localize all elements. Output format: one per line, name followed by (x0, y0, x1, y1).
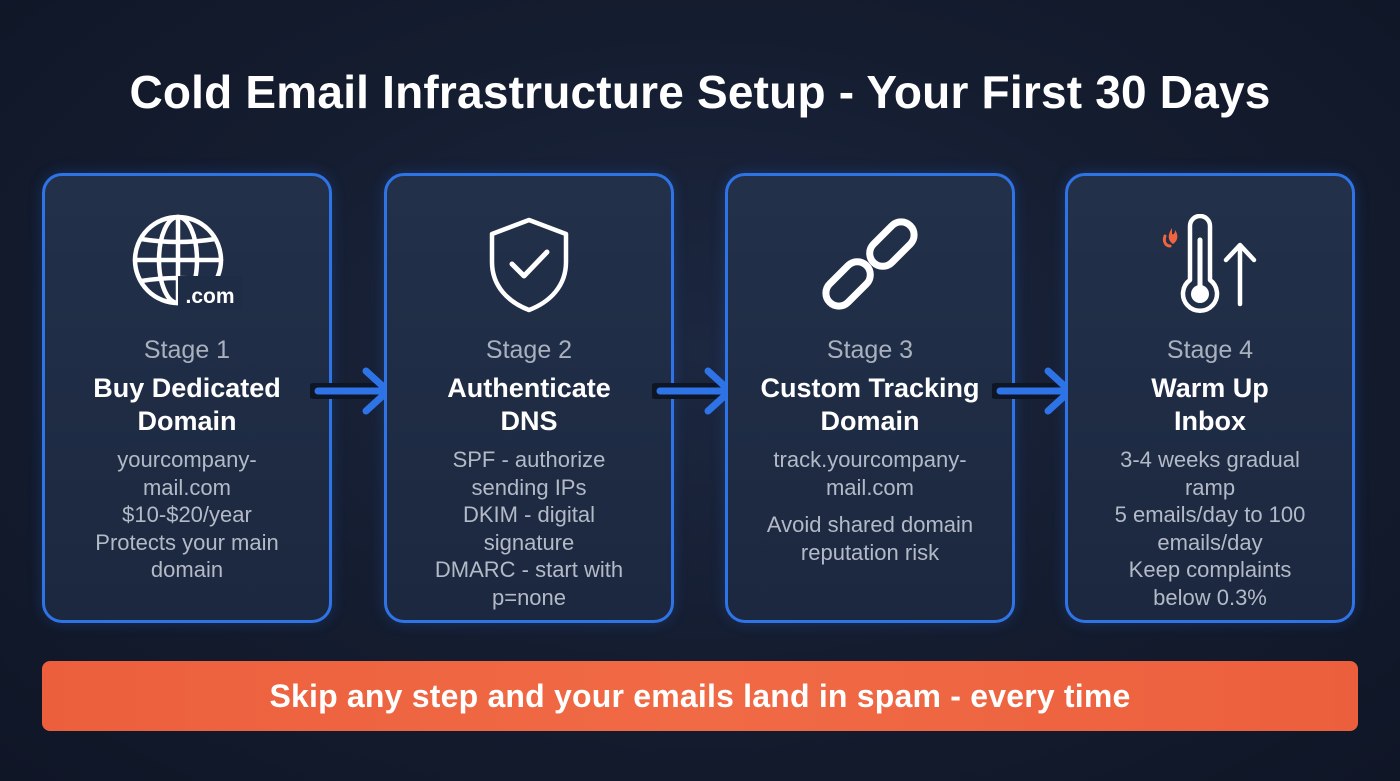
detail-line: sending IPs (471, 474, 587, 500)
chain-link-icon (728, 206, 1012, 321)
detail-line: below 0.3% (1153, 584, 1267, 610)
stage-heading: Buy Dedicated Domain (93, 373, 281, 436)
shield-check-icon (387, 206, 671, 321)
detail-line: DKIM - digital (462, 502, 596, 527)
stage-card-1: .com Stage 1 Buy Dedicated Domain yourco… (42, 173, 332, 623)
stage-heading: Custom Tracking Domain (760, 373, 980, 436)
detail-line: domain (150, 557, 224, 582)
stage-details: SPF - authorize sending IPs DKIM - digit… (397, 446, 661, 611)
detail-line: mail.com (142, 474, 231, 500)
detail-line: emails/day (1157, 529, 1263, 555)
thermometer-up-icon (1068, 206, 1352, 321)
stage-label: Stage 3 (826, 336, 914, 364)
detail-line: mail.com (825, 474, 914, 500)
detail-line: p=none (491, 584, 567, 610)
detail-line: DMARC - start with (434, 557, 624, 582)
detail-line: yourcompany- (117, 447, 257, 472)
stage-card-3: Stage 3 Custom Tracking Domain track.you… (725, 173, 1015, 623)
stage-heading: Warm Up Inbox (1151, 373, 1269, 436)
warning-banner-text: Skip any step and your emails land in sp… (269, 677, 1131, 714)
detail-line: 5 emails/day to 100 (1114, 502, 1306, 527)
stage-label: Stage 4 (1166, 336, 1254, 364)
detail-line: signature (483, 529, 575, 555)
stage-details: 3-4 weeks gradual ramp 5 emails/day to 1… (1078, 446, 1342, 611)
detail-line: Avoid shared domain (766, 512, 974, 537)
detail-line: Protects your main (95, 529, 279, 555)
stage-label: Stage 2 (485, 336, 573, 364)
stage-heading: Authenticate DNS (447, 373, 611, 436)
globe-icon-label: .com (185, 285, 234, 308)
globe-icon: .com (45, 206, 329, 321)
stage-label: Stage 1 (143, 336, 231, 364)
stage-details: track.yourcompany- mail.com Avoid shared… (738, 446, 1002, 566)
stage-details: yourcompany- mail.com $10-$20/year Prote… (55, 446, 319, 584)
detail-line: ramp (1184, 474, 1236, 500)
warning-banner: Skip any step and your emails land in sp… (42, 661, 1358, 731)
stage-card-2: Stage 2 Authenticate DNS SPF - authorize… (384, 173, 674, 623)
detail-line: $10-$20/year (122, 502, 252, 527)
page-title: Cold Email Infrastructure Setup - Your F… (129, 66, 1271, 118)
detail-line: reputation risk (800, 539, 940, 565)
detail-line: Keep complaints (1128, 557, 1292, 582)
detail-line: track.yourcompany- (773, 447, 967, 472)
detail-line: SPF - authorize (452, 447, 606, 472)
stage-card-4: Stage 4 Warm Up Inbox 3-4 weeks gradual … (1065, 173, 1355, 623)
detail-line: 3-4 weeks gradual (1120, 447, 1300, 472)
